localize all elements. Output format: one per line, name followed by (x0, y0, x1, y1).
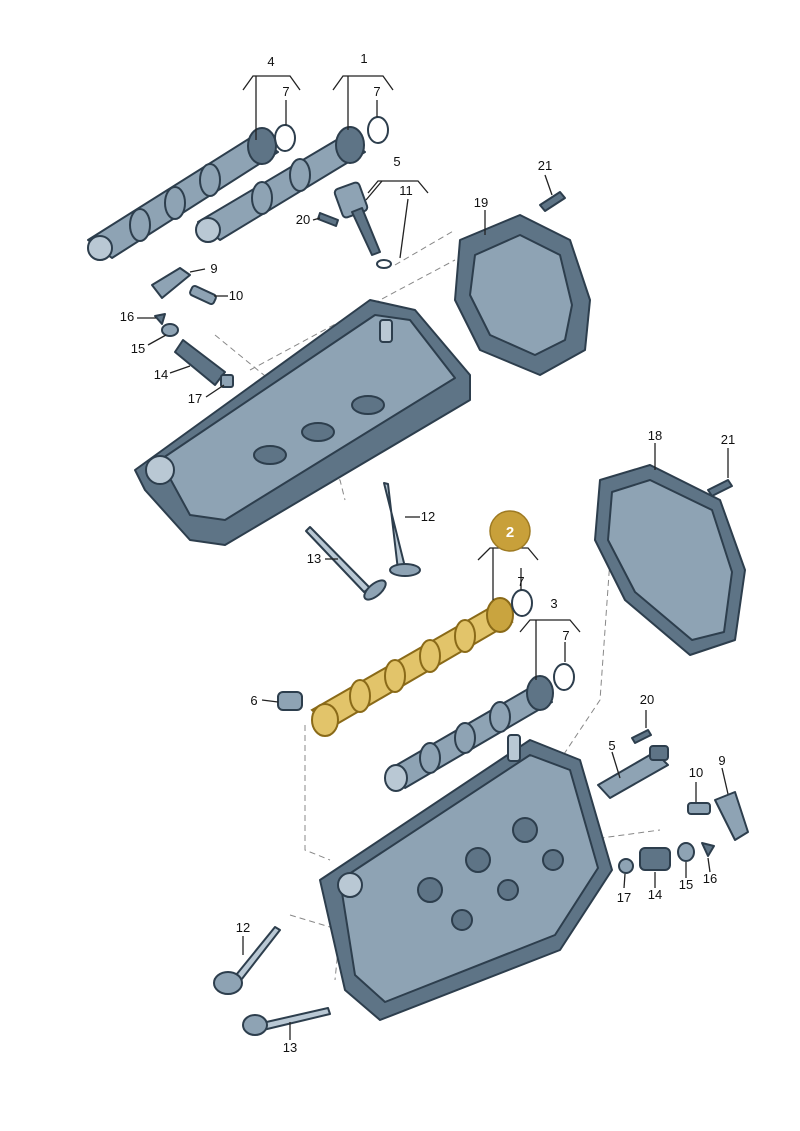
callout-5[interactable]: 5 (608, 738, 615, 753)
callout-9[interactable]: 9 (210, 261, 217, 276)
callout-10[interactable]: 10 (689, 765, 703, 780)
lash-adjuster-10-upper[interactable] (189, 284, 217, 306)
callout-11[interactable]: 11 (399, 183, 413, 198)
callout-1[interactable]: 1 (360, 51, 367, 66)
callout-20[interactable]: 20 (296, 212, 310, 227)
callout-15[interactable]: 15 (131, 341, 145, 356)
bolt-21-upper[interactable] (539, 191, 566, 212)
callout-labels: 4 7 1 7 5 11 21 19 20 9 10 16 15 14 17 1… (120, 51, 735, 1055)
solenoid-valve-lower[interactable] (597, 745, 669, 799)
callout-9[interactable]: 9 (718, 753, 725, 768)
callout-13[interactable]: 13 (283, 1040, 297, 1055)
callout-10[interactable]: 10 (229, 288, 243, 303)
rocker-arm-9-upper[interactable] (151, 267, 191, 299)
cylinder-head-lower[interactable] (319, 734, 613, 1021)
callout-21[interactable]: 21 (721, 432, 735, 447)
valve-spring-14-upper[interactable] (174, 339, 226, 386)
valve-seal-17-lower[interactable] (618, 858, 634, 874)
seal-ring-7-lower[interactable] (553, 663, 575, 691)
leader-lines (137, 75, 729, 1040)
callout-19[interactable]: 19 (474, 195, 488, 210)
callout-15[interactable]: 15 (679, 877, 693, 892)
callout-12[interactable]: 12 (421, 509, 435, 524)
camshaft-upper-left[interactable] (87, 127, 279, 261)
callout-16[interactable]: 16 (703, 871, 717, 886)
valve-12-lower[interactable] (213, 926, 281, 995)
camshaft-upper-right[interactable] (195, 126, 366, 243)
seal-ring-7-upper-right[interactable] (367, 116, 389, 144)
callout-21[interactable]: 21 (538, 158, 552, 173)
cylinder-head-upper[interactable] (134, 299, 471, 546)
valve-keeper-16-upper[interactable] (154, 313, 166, 325)
callout-20[interactable]: 20 (640, 692, 654, 707)
bolt-20-lower[interactable] (631, 729, 652, 744)
bushing-6[interactable] (277, 691, 303, 711)
rocker-arm-9-lower[interactable] (714, 791, 749, 841)
camshaft-highlighted[interactable] (310, 597, 514, 737)
spring-seat-15-upper[interactable] (161, 323, 179, 337)
callout-7[interactable]: 7 (373, 84, 380, 99)
callout-3[interactable]: 3 (550, 596, 557, 611)
lash-adjuster-10-lower[interactable] (687, 802, 711, 815)
callout-12[interactable]: 12 (236, 920, 250, 935)
valve-spring-14-lower[interactable] (639, 847, 671, 871)
callout-13[interactable]: 13 (307, 551, 321, 566)
badge-label: 2 (506, 524, 514, 541)
valve-cover-lower[interactable] (594, 464, 746, 656)
callout-14[interactable]: 14 (648, 887, 662, 902)
bolt-21-lower[interactable] (707, 479, 733, 497)
valve-seal-17-upper[interactable] (220, 374, 234, 388)
camshaft-lower[interactable] (384, 675, 554, 792)
valve-13-lower[interactable] (242, 1007, 331, 1036)
valve-12-upper[interactable] (383, 482, 421, 577)
valve-cover-upper[interactable] (454, 214, 591, 376)
callout-7[interactable]: 7 (282, 84, 289, 99)
solenoid-valve-upper[interactable] (333, 181, 392, 269)
valve-keeper-16-lower[interactable] (701, 842, 715, 857)
highlight-badge[interactable]: 2 (489, 510, 531, 552)
callout-14[interactable]: 14 (154, 367, 168, 382)
callout-18[interactable]: 18 (648, 428, 662, 443)
callout-17[interactable]: 17 (188, 391, 202, 406)
bolt-20-upper[interactable] (317, 212, 339, 227)
seal-ring-7-highlighted[interactable] (511, 589, 533, 617)
callout-17[interactable]: 17 (617, 890, 631, 905)
callout-7[interactable]: 7 (562, 628, 569, 643)
callout-5[interactable]: 5 (393, 154, 400, 169)
spring-seat-15-lower[interactable] (677, 842, 695, 862)
callout-4[interactable]: 4 (267, 54, 274, 69)
callout-16[interactable]: 16 (120, 309, 134, 324)
callout-7[interactable]: 7 (517, 574, 524, 589)
callout-6[interactable]: 6 (250, 693, 257, 708)
seal-ring-7-upper-left[interactable] (274, 124, 296, 152)
